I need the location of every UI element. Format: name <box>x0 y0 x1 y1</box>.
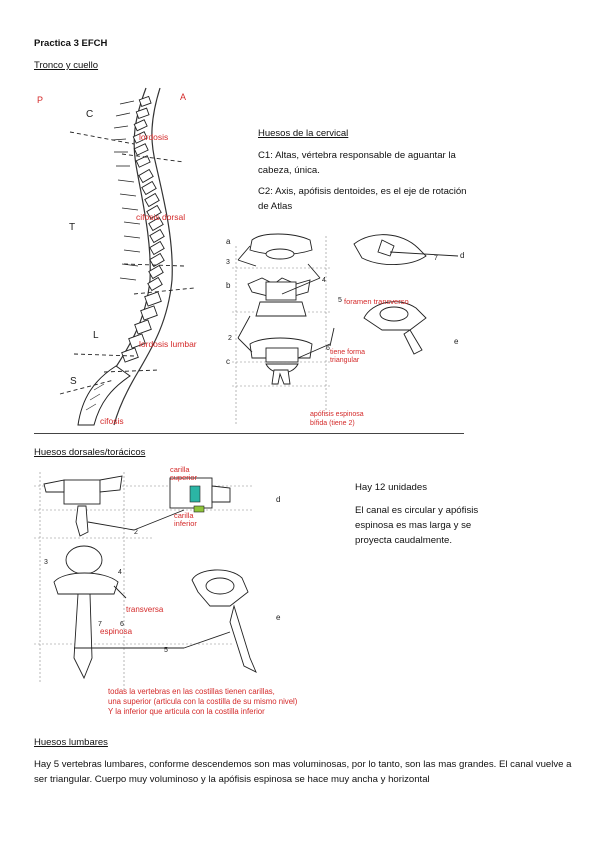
dorsal-num-2: 2 <box>134 529 138 536</box>
spine-illustration: P A C T L S lordosis cifosis dorsal lord… <box>37 87 197 426</box>
cervical-figure: a b c d e 3 4 5 6 2 7 foramen transverso… <box>222 226 472 432</box>
dorsal-description: El canal es circular y apófisis espinosa… <box>355 505 479 546</box>
forma-triangular-label-1: tiene forma <box>330 349 365 356</box>
dorsal-num-3: 3 <box>44 559 48 566</box>
fig-num-4: 4 <box>322 277 326 284</box>
fig-num-7: 7 <box>434 255 438 262</box>
thoracic-letter: T <box>69 222 75 233</box>
fig-num-3: 3 <box>226 259 230 266</box>
thoracic-vertebrae-illustration: carilla superior carilla inferior transv… <box>34 465 298 716</box>
dorsal-num-5: 5 <box>164 647 168 654</box>
cervical-letter: C <box>86 109 93 120</box>
espinosa-label: espinosa <box>100 627 133 636</box>
cifosis-label: cifosis <box>100 416 124 426</box>
cervical-heading: Huesos de la cervical <box>258 128 349 139</box>
c1-description: C1: Altas, vértebra responsable de aguan… <box>258 150 456 176</box>
section-divider <box>34 433 464 434</box>
c2-description: C2: Axis, apófisis dentoides, es el eje … <box>258 186 467 212</box>
fig-label-d: d <box>460 251 464 260</box>
dorsal-figure: carilla superior carilla inferior transv… <box>34 462 334 728</box>
posterior-label: P <box>37 95 43 105</box>
apofisis-bifida-label-2: bífida (tiene 2) <box>310 420 355 427</box>
section-heading-trunk: Tronco y cuello <box>34 60 99 71</box>
lordosis-lumbar-label: lordosis lumbar <box>139 339 197 349</box>
dorsal-count: Hay 12 unidades <box>355 482 428 493</box>
sacral-letter: S <box>70 376 77 387</box>
apofisis-bifida-label-1: apófisis espinosa <box>310 411 364 418</box>
fig-label-b: b <box>226 281 231 290</box>
fig-num-6: 6 <box>326 345 330 352</box>
carillas-note-line-2: una superior (articula con la costilla d… <box>108 697 298 706</box>
forma-triangular-label-2: triangular <box>330 357 360 364</box>
fig-num-2: 2 <box>228 335 232 342</box>
fig-label-e: e <box>454 337 459 346</box>
carilla-inferior-label-1: carilla <box>174 511 194 520</box>
carilla-inferior-label-2: inferior <box>174 519 197 528</box>
dorsal-fig-label-e: e <box>276 613 281 622</box>
fig-label-a: a <box>226 237 231 246</box>
page-title: Practica 3 EFCH <box>34 38 108 49</box>
foramen-transverso-label: foramen transverso <box>344 297 409 306</box>
dorsal-fig-label-d: d <box>276 495 280 504</box>
spine-figure: P A C T L S lordosis cifosis dorsal lord… <box>34 80 234 430</box>
lordosis-label: lordosis <box>139 132 168 142</box>
fig-label-c: c <box>226 357 230 366</box>
cervical-vertebrae-illustration: a b c d e 3 4 5 6 2 7 foramen transverso… <box>226 233 464 427</box>
carilla-superior-label-2: superior <box>170 473 198 482</box>
dorsal-num-4: 4 <box>118 569 122 576</box>
fig-num-5: 5 <box>338 297 342 304</box>
carillas-note-line-3: Y la inferior que articula con la costil… <box>108 707 265 716</box>
section-heading-lumbar: Huesos lumbares <box>34 737 108 748</box>
transversa-label: transversa <box>126 605 164 614</box>
carillas-note-line-1: todas la vertebras en las costillas tien… <box>108 687 275 696</box>
cifosis-dorsal-label: cifosis dorsal <box>136 212 185 222</box>
dorsal-num-6: 6 <box>120 621 124 628</box>
section-heading-dorsal: Huesos dorsales/torácicos <box>34 447 146 458</box>
lumbar-description: Hay 5 vertebras lumbares, conforme desce… <box>34 759 572 785</box>
dorsal-num-7: 7 <box>98 621 102 628</box>
carilla-superior-label-1: carilla <box>170 465 190 474</box>
anterior-label: A <box>180 92 186 102</box>
lumbar-letter: L <box>93 330 99 341</box>
